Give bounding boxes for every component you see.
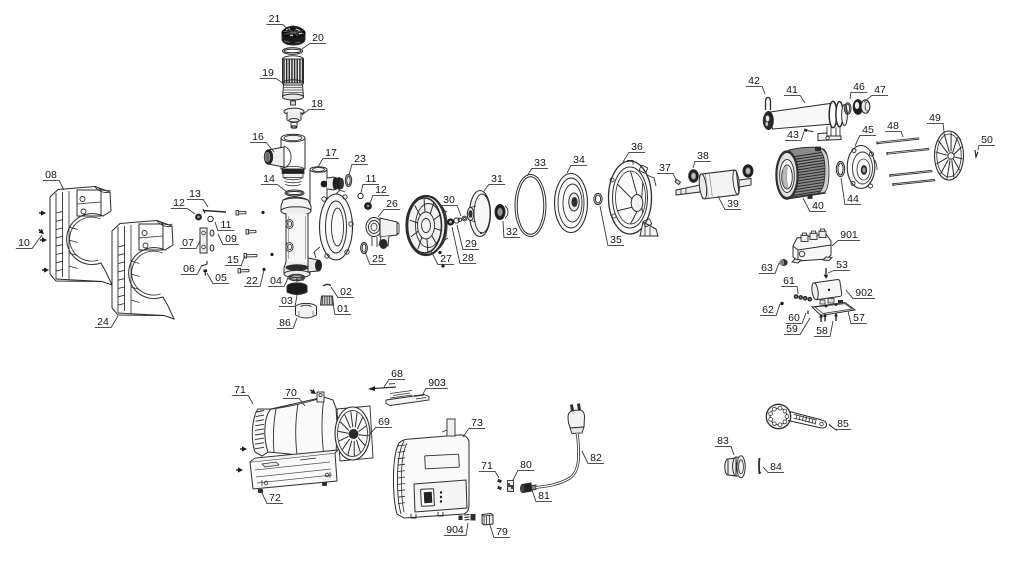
svg-text:85: 85 [837,418,849,430]
svg-text:68: 68 [391,368,403,380]
svg-text:81: 81 [538,490,550,502]
svg-text:34: 34 [573,154,585,166]
svg-text:07: 07 [182,237,194,249]
svg-text:44: 44 [847,193,859,205]
svg-text:70: 70 [285,387,297,399]
svg-text:15: 15 [227,254,239,266]
svg-text:72: 72 [269,492,281,504]
svg-text:50: 50 [981,134,993,146]
svg-text:05: 05 [215,272,227,284]
svg-text:28: 28 [462,252,474,264]
svg-text:19: 19 [262,67,274,79]
svg-text:04: 04 [270,275,282,287]
svg-text:84: 84 [770,461,782,473]
svg-text:39: 39 [727,198,739,210]
svg-text:16: 16 [252,131,264,143]
svg-text:45: 45 [862,124,874,136]
svg-text:86: 86 [279,317,291,329]
svg-text:71: 71 [481,460,493,472]
svg-text:11: 11 [366,173,377,185]
svg-text:47: 47 [874,84,886,96]
svg-text:20: 20 [312,32,324,44]
svg-text:03: 03 [281,295,293,307]
svg-text:42: 42 [748,75,760,87]
svg-text:71: 71 [234,384,246,396]
svg-text:69: 69 [378,416,390,428]
svg-text:901: 901 [840,229,858,241]
svg-text:902: 902 [855,287,873,299]
svg-text:80: 80 [520,459,532,471]
svg-text:60: 60 [788,312,800,324]
svg-text:24: 24 [97,316,109,328]
svg-text:62: 62 [762,304,774,316]
svg-text:79: 79 [496,526,508,538]
svg-text:17: 17 [325,147,337,159]
svg-text:46: 46 [853,81,865,93]
svg-text:53: 53 [836,259,848,271]
svg-text:35: 35 [610,234,622,246]
svg-text:18: 18 [311,98,323,110]
svg-text:23: 23 [354,153,366,165]
svg-text:12: 12 [173,197,185,209]
svg-text:10: 10 [18,237,30,249]
svg-text:27: 27 [440,253,452,265]
svg-text:06: 06 [183,263,195,275]
svg-text:36: 36 [631,141,643,153]
svg-text:32: 32 [506,226,518,238]
svg-text:08: 08 [45,169,57,181]
svg-text:903: 903 [428,377,446,389]
svg-text:02: 02 [340,286,352,298]
svg-text:14: 14 [263,173,275,185]
svg-text:73: 73 [471,417,483,429]
svg-text:12: 12 [375,184,387,196]
svg-text:21: 21 [269,13,281,25]
svg-text:37: 37 [659,162,671,174]
svg-text:25: 25 [372,253,384,265]
svg-text:904: 904 [446,524,464,536]
svg-text:31: 31 [491,173,503,185]
svg-text:38: 38 [697,150,709,162]
svg-text:43: 43 [787,129,799,141]
svg-text:11: 11 [221,219,232,231]
svg-text:59: 59 [786,323,798,335]
svg-text:49: 49 [929,112,941,124]
svg-text:63: 63 [761,262,773,274]
svg-text:30: 30 [443,194,455,206]
svg-text:22: 22 [246,275,258,287]
svg-text:13: 13 [189,188,201,200]
svg-text:83: 83 [717,435,729,447]
svg-text:29: 29 [465,238,477,250]
svg-text:01: 01 [337,303,349,315]
svg-text:82: 82 [590,452,602,464]
svg-text:40: 40 [812,200,824,212]
svg-text:09: 09 [225,233,237,245]
svg-text:61: 61 [783,275,795,287]
svg-text:58: 58 [816,325,828,337]
svg-text:26: 26 [386,198,398,210]
svg-text:33: 33 [534,157,546,169]
svg-text:41: 41 [786,84,798,96]
svg-text:57: 57 [853,312,865,324]
svg-text:48: 48 [887,120,899,132]
